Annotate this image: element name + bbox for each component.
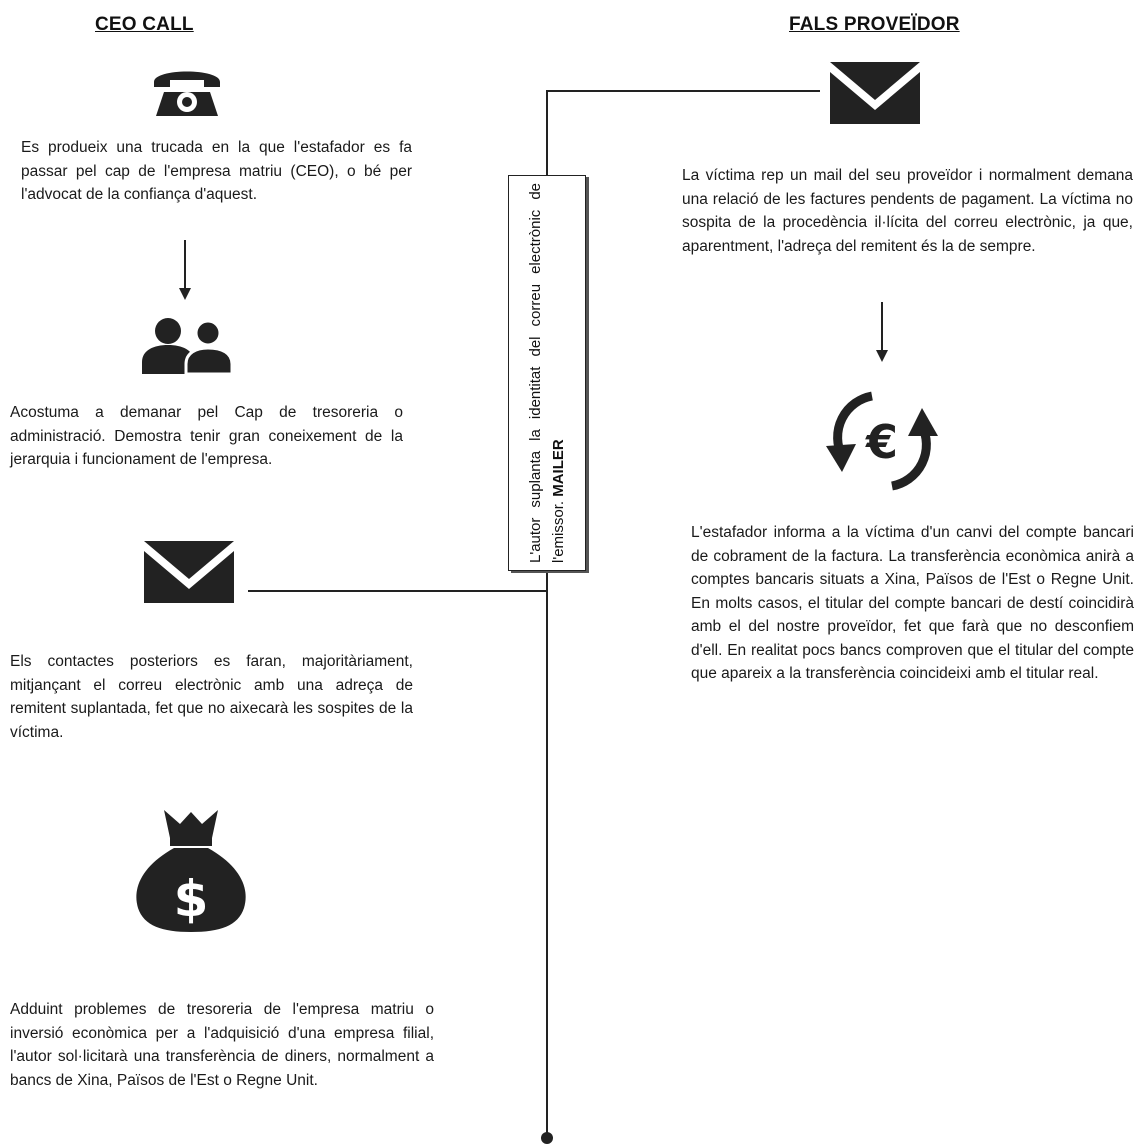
ceo-step1-text: Es produeix una trucada en la que l'esta… (21, 139, 412, 203)
mailer-box-text: L'autor suplanta la identitat del correu… (524, 183, 570, 563)
proveidor-step2-text: L'estafador informa a la víctima d'un ca… (691, 524, 1134, 682)
mailer-box: L'autor suplanta la identitat del correu… (508, 175, 586, 571)
envelope-icon (144, 541, 234, 603)
main-vertical-connector (546, 571, 548, 1136)
mailer-description: L'autor suplanta la identitat del correu… (527, 183, 567, 563)
svg-text:$: $ (174, 870, 209, 928)
top-horizontal-connector (546, 90, 820, 92)
ceo-call-heading: CEO CALL (95, 14, 194, 35)
euro-exchange-icon: € (826, 391, 938, 491)
proveidor-step1-text: La víctima rep un mail del seu proveïdor… (682, 167, 1133, 255)
envelope-icon (830, 62, 920, 124)
timeline-end-dot (541, 1132, 553, 1144)
mailer-label: MAILER (550, 439, 567, 497)
telephone-icon (154, 71, 220, 116)
arrow-down-icon (876, 302, 888, 362)
svg-text:€: € (865, 415, 898, 469)
left-mail-horizontal-connector (248, 590, 548, 592)
users-icon (142, 318, 234, 374)
arrow-down-icon (179, 240, 191, 300)
money-bag-icon: $ (136, 810, 246, 932)
ceo-step4-text: Adduint problemes de tresoreria de l'emp… (10, 1001, 434, 1089)
ceo-step2-text: Acostuma a demanar pel Cap de tresoreria… (10, 404, 403, 468)
ceo-step3-text: Els contactes posteriors es faran, major… (10, 653, 413, 741)
upper-vertical-connector (546, 90, 548, 176)
fals-proveidor-heading: FALS PROVEÏDOR (789, 14, 960, 35)
